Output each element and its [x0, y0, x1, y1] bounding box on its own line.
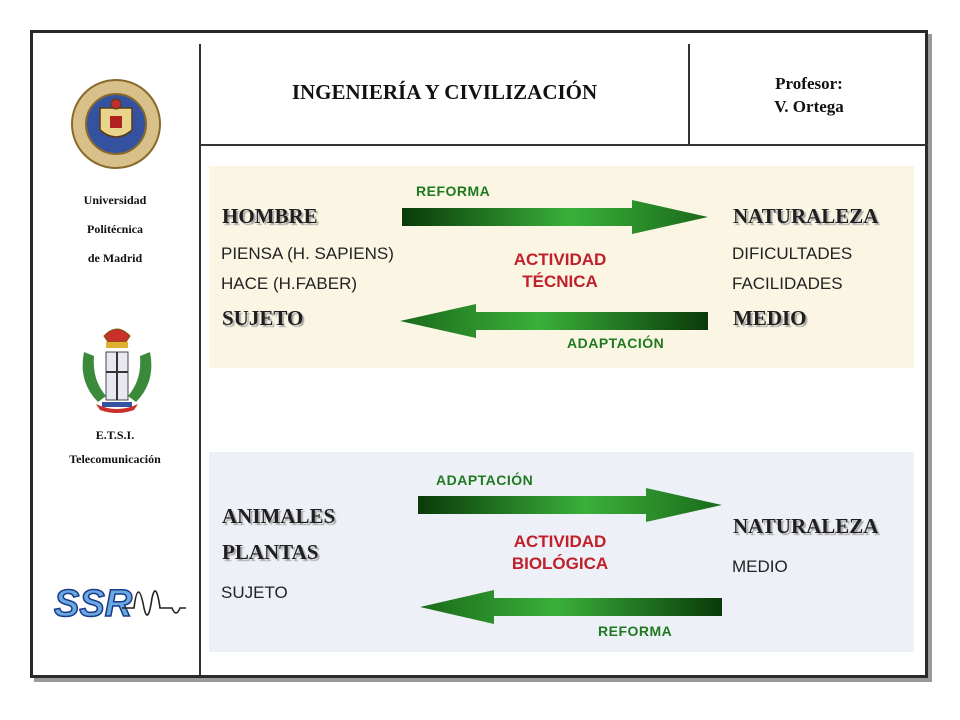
- panel-technical-activity: [209, 166, 914, 368]
- text-dificultades: DIFICULTADES: [732, 244, 853, 263]
- word-plantas: PLANTAS: [222, 540, 319, 564]
- right-arrow-icon: [418, 488, 722, 522]
- professor-label: Profesor:: [775, 74, 843, 93]
- text-sujeto: SUJETO: [221, 583, 288, 602]
- word-naturaleza-top: NATURALEZA: [733, 204, 879, 228]
- ssr-logo-text: SSR: [54, 583, 133, 625]
- left-arrow-icon: [400, 304, 708, 338]
- professor-block: Profesor: V. Ortega: [690, 72, 928, 118]
- word-sujeto: SUJETO: [222, 306, 304, 330]
- left-arrow-icon: [420, 590, 722, 624]
- center-label-actividad-tecnica: ACTIVIDAD TÉCNICA: [513, 250, 607, 291]
- center-label-actividad-biologica: ACTIVIDAD BIOLÓGICA: [511, 532, 609, 573]
- arrow-top-label-adaptacion: ADAPTACIÓN: [436, 472, 534, 488]
- sidebar-divider: [199, 44, 201, 676]
- text-hace: HACE (H.FABER): [221, 274, 358, 293]
- arrow-bottom-label-adaptacion: ADAPTACIÓN: [567, 335, 665, 351]
- panel-biological-activity: [209, 452, 914, 652]
- right-arrow-icon: [402, 200, 708, 234]
- word-animales: ANIMALES: [222, 504, 336, 528]
- header-bottom-line: [200, 144, 928, 146]
- school-name: E.T.S.I. Telecomunicación: [69, 428, 161, 466]
- header-divider: [688, 44, 690, 145]
- professor-name: V. Ortega: [774, 97, 844, 116]
- page-title: INGENIERÍA Y CIVILIZACIÓN: [291, 80, 598, 104]
- text-medio: MEDIO: [732, 557, 788, 576]
- school-emblem-icon: [82, 328, 152, 413]
- word-naturaleza-bottom: NATURALEZA: [733, 514, 879, 538]
- arrow-bottom-label-reforma: REFORMA: [598, 623, 673, 639]
- word-medio: MEDIO: [733, 306, 807, 330]
- university-seal-icon: [71, 79, 161, 169]
- university-name: Universidad Politécnica de Madrid: [83, 193, 147, 265]
- ssr-logo-icon: SSR: [53, 582, 186, 626]
- text-facilidades: FACILIDADES: [732, 274, 843, 293]
- word-hombre: HOMBRE: [222, 204, 318, 228]
- text-piensa: PIENSA (H. SAPIENS): [221, 244, 394, 263]
- arrow-top-label-reforma: REFORMA: [416, 183, 491, 199]
